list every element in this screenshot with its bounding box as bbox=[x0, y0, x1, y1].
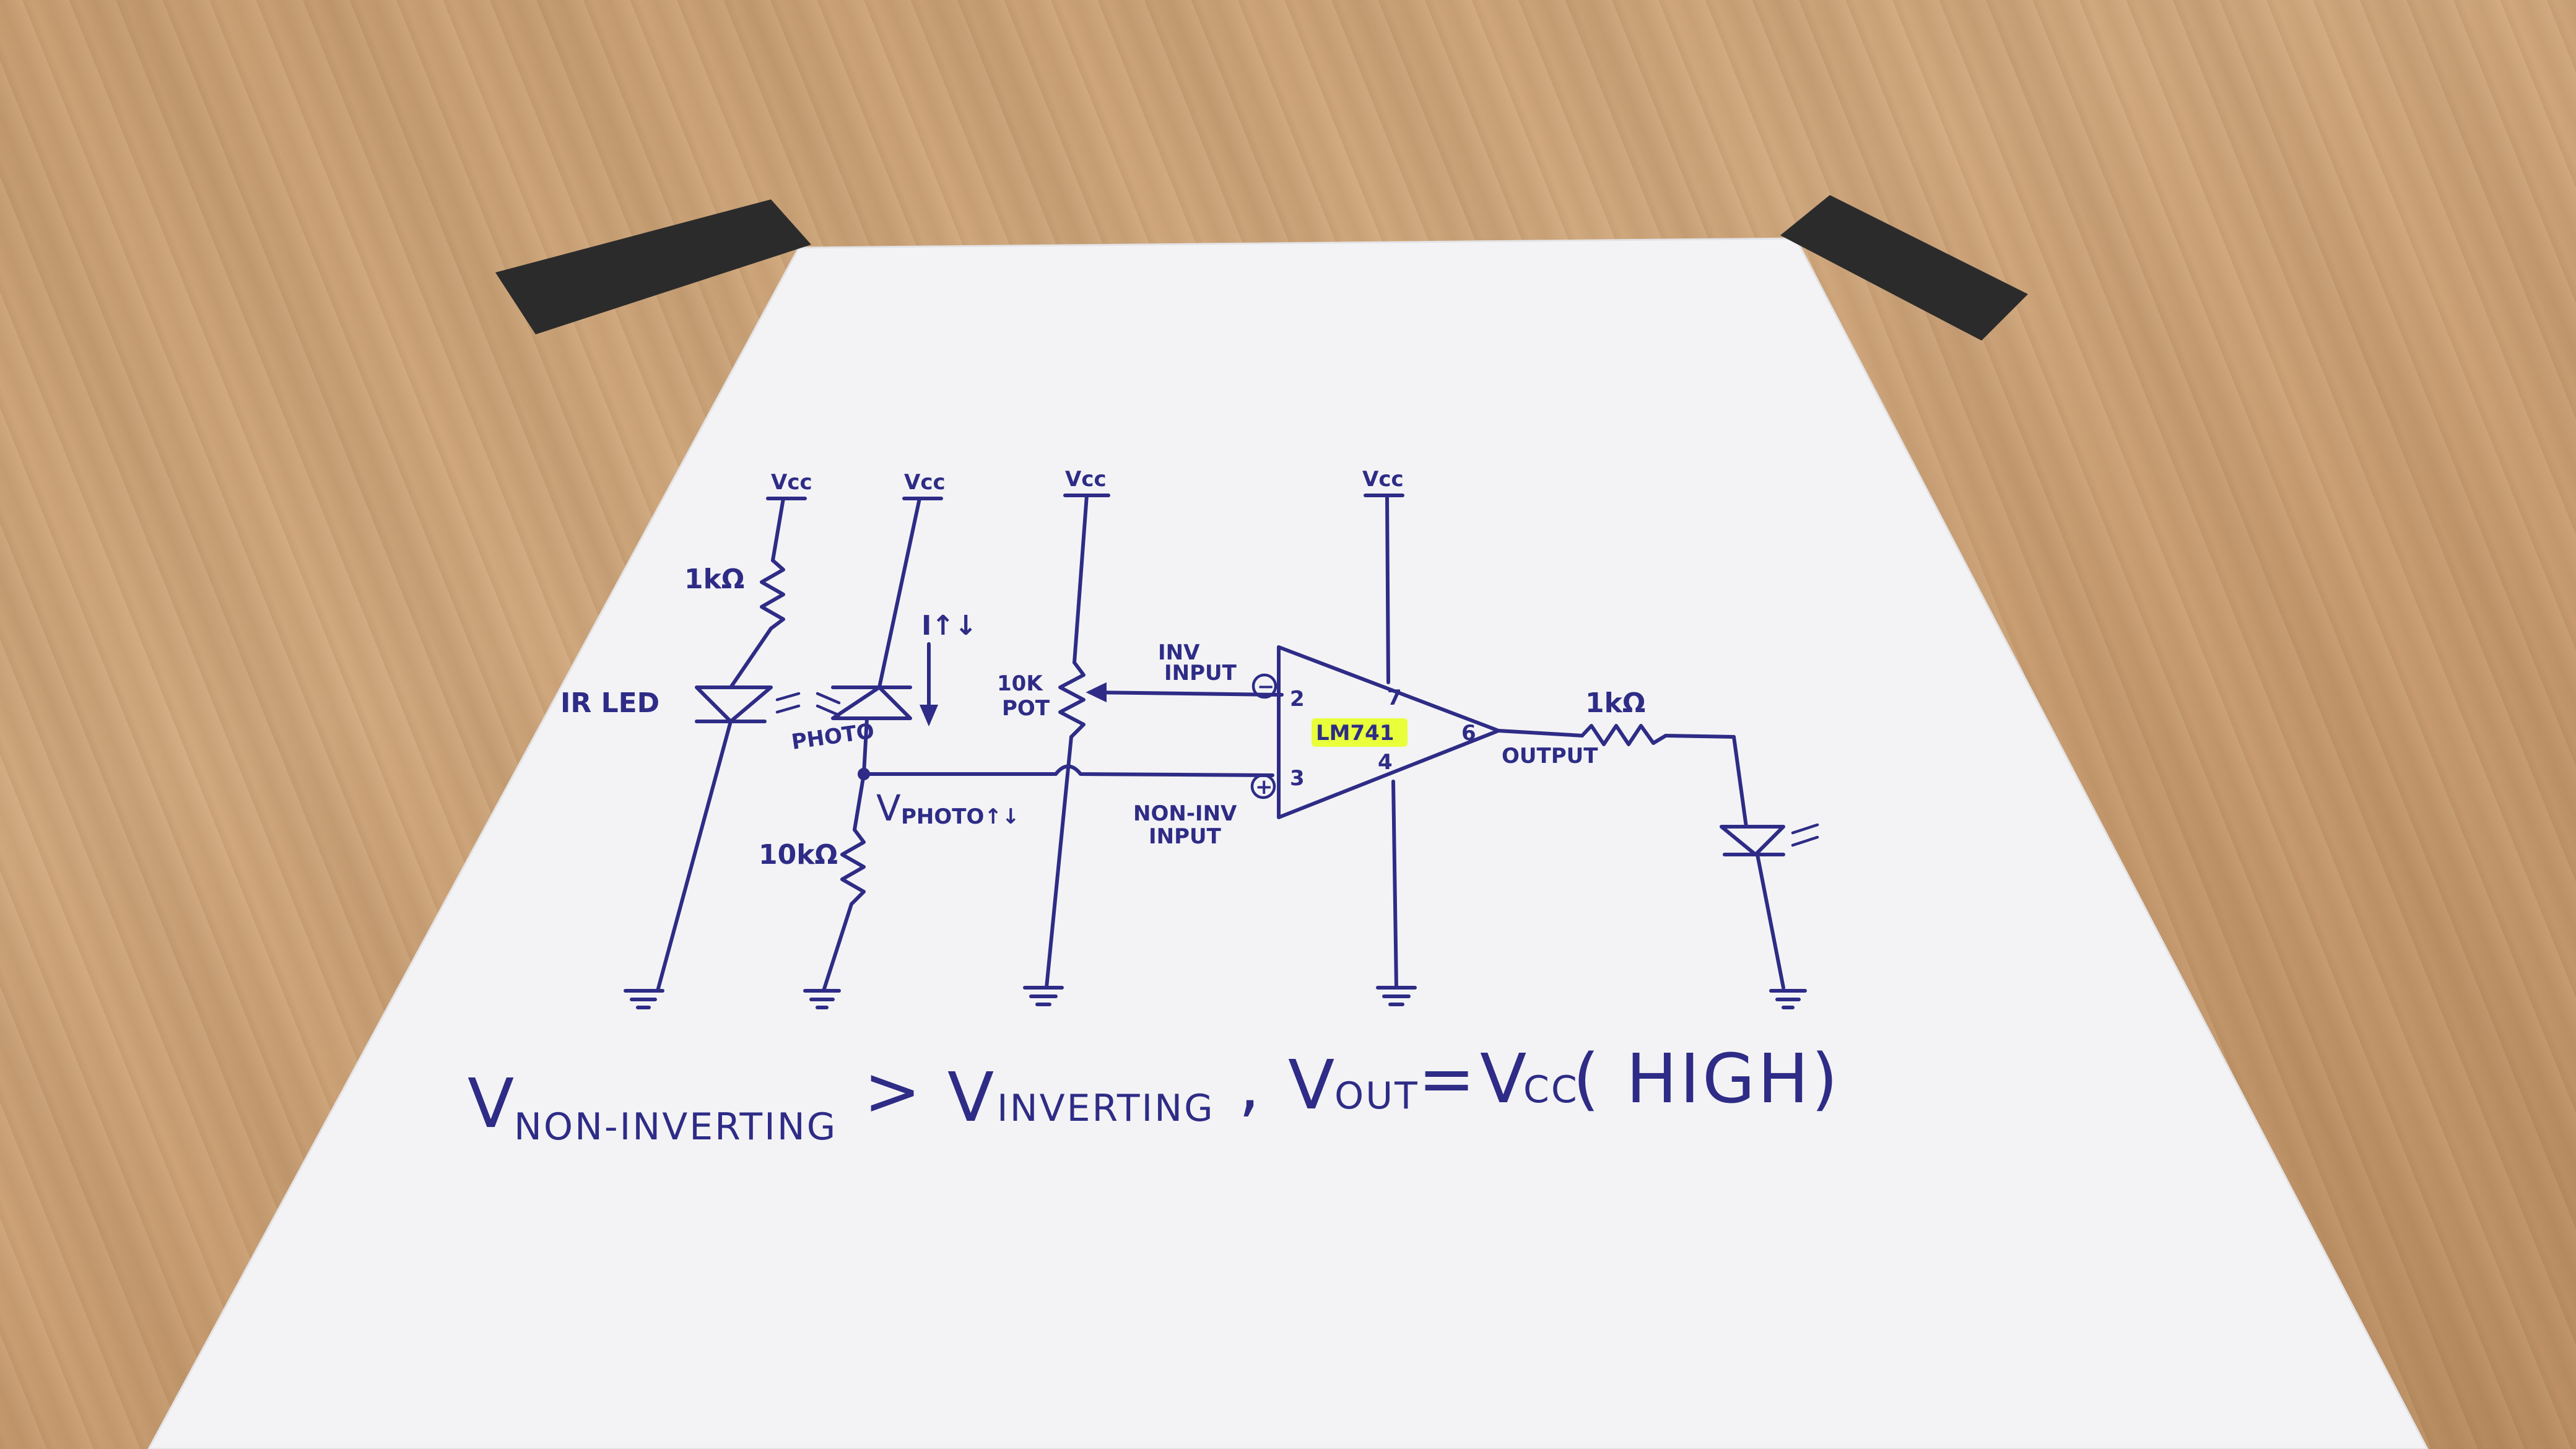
pot-wire-top bbox=[1073, 494, 1089, 664]
eq-v4-sub: CC bbox=[1523, 1068, 1579, 1112]
eq-v2-sub: INVERTING bbox=[997, 1087, 1215, 1130]
vcc-label-ir: Vcc bbox=[771, 470, 812, 495]
out-wire-right bbox=[1664, 734, 1736, 739]
ground-output bbox=[1769, 989, 1807, 1009]
ir-wire-top bbox=[771, 497, 785, 562]
vcc-label-photo: Vcc bbox=[904, 470, 946, 495]
plus-circle bbox=[1250, 773, 1276, 799]
eq-v1: V bbox=[468, 1064, 516, 1143]
light-arrow-head bbox=[919, 705, 939, 727]
pot-wire-bottom bbox=[1045, 735, 1073, 990]
eq-v3: V bbox=[1288, 1045, 1337, 1125]
pin6-label: 6 bbox=[1461, 721, 1476, 746]
chip-label: LM741 bbox=[1316, 721, 1394, 746]
ir-led-label: IR LED bbox=[560, 687, 659, 719]
photo-triangle bbox=[831, 685, 912, 720]
out-wire-down bbox=[1732, 735, 1748, 829]
ir-led-ray2 bbox=[775, 704, 801, 714]
photo-resistor bbox=[840, 828, 866, 906]
vphoto-label-main: V bbox=[876, 787, 901, 829]
photo-wire-bottom bbox=[822, 902, 853, 993]
pin3-label: 3 bbox=[1290, 766, 1305, 791]
out-led-ray1 bbox=[1791, 823, 1819, 835]
out-wire-bottom bbox=[1756, 853, 1785, 990]
noninv-input-label-2: INPUT bbox=[1149, 824, 1222, 849]
ir-wire-mid bbox=[729, 627, 773, 689]
ground-ir bbox=[624, 989, 664, 1009]
ground-pot bbox=[1023, 986, 1064, 1006]
pot-resistor bbox=[1058, 661, 1086, 739]
eq-v1-sub: NON-INVERTING bbox=[514, 1105, 837, 1149]
eq-equals: = bbox=[1418, 1039, 1477, 1118]
photo-ray2 bbox=[816, 704, 841, 717]
ir-led-ray1 bbox=[775, 692, 801, 702]
vcc-label-pot: Vcc bbox=[1065, 467, 1107, 492]
equation: V NON-INVERTING > V INVERTING , V OUT = … bbox=[468, 1039, 1840, 1149]
eq-comma: , bbox=[1238, 1045, 1263, 1125]
pot-label-bottom: POT bbox=[1002, 696, 1050, 721]
minus-sign: − bbox=[1257, 674, 1275, 699]
opamp-vcc-wire bbox=[1385, 494, 1390, 684]
out-led-triangle bbox=[1720, 825, 1785, 856]
schematic: Vcc Vcc Vcc Vcc 1kΩ IR LED PHOTO I↑↓ bbox=[560, 467, 1819, 1009]
pot-wiper-wire bbox=[1088, 690, 1281, 697]
eq-v4: V bbox=[1480, 1039, 1529, 1118]
pot-wiper-arrow bbox=[1086, 682, 1107, 703]
photo-ray1 bbox=[816, 692, 841, 705]
eq-tail: ( HIGH) bbox=[1573, 1039, 1840, 1118]
ir-led-triangle bbox=[695, 685, 773, 723]
opamp-triangle bbox=[1277, 645, 1500, 819]
inv-input-label-1: INV bbox=[1158, 640, 1200, 665]
pin7-label: 7 bbox=[1387, 685, 1402, 710]
current-label: I↑↓ bbox=[921, 610, 977, 642]
tape-left bbox=[495, 199, 811, 334]
ir-resistor-label: 1kΩ bbox=[684, 564, 744, 595]
paper-sheet bbox=[147, 237, 2429, 1449]
photo-wire-mid bbox=[862, 716, 869, 776]
vphoto-label-sub: PHOTO↑↓ bbox=[901, 804, 1019, 829]
out-resistor bbox=[1580, 724, 1668, 746]
ground-opamp bbox=[1376, 986, 1417, 1006]
eq-v2: V bbox=[947, 1058, 996, 1137]
vcc-label-opamp: Vcc bbox=[1362, 467, 1404, 492]
tape-right bbox=[1780, 195, 2028, 341]
output-label: OUTPUT bbox=[1502, 744, 1598, 768]
ir-resistor bbox=[760, 559, 785, 630]
eq-v3-sub: OUT bbox=[1334, 1074, 1419, 1118]
photo-wire-top bbox=[877, 497, 921, 689]
out-resistor-label: 1kΩ bbox=[1585, 687, 1645, 719]
pot-label-top: 10K bbox=[997, 671, 1043, 696]
eq-gt: > bbox=[864, 1051, 923, 1131]
photo-resistor-label: 10kΩ bbox=[759, 839, 838, 871]
minus-circle bbox=[1251, 673, 1277, 699]
ir-wire-bottom bbox=[656, 720, 733, 993]
out-led-ray2 bbox=[1791, 835, 1819, 847]
opamp-gnd-wire bbox=[1391, 780, 1398, 990]
pin2-label: 2 bbox=[1290, 687, 1305, 711]
photo-wire-res bbox=[853, 772, 866, 832]
chip-highlight bbox=[1312, 718, 1408, 747]
noninv-input-label-1: NON-INV bbox=[1133, 801, 1237, 826]
ground-photo bbox=[803, 989, 841, 1009]
inv-input-label-2: INPUT bbox=[1164, 661, 1237, 685]
plus-sign: + bbox=[1255, 775, 1273, 799]
pin4-label: 4 bbox=[1378, 750, 1393, 775]
output-wire bbox=[1497, 729, 1584, 738]
